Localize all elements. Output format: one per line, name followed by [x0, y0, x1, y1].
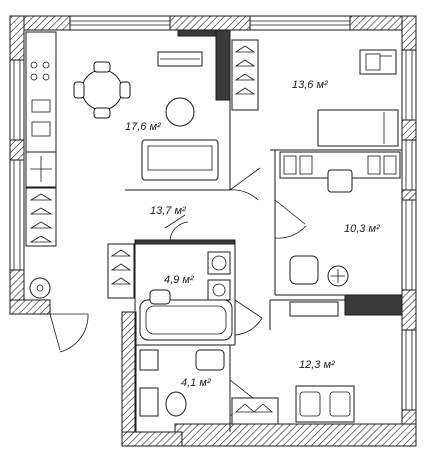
- coffee-table: [165, 97, 195, 127]
- hall-fixture: [29, 277, 51, 299]
- area-label-toilet: 4,1 м²: [181, 377, 211, 389]
- windows: [9, 15, 417, 411]
- area-label-bathroom: 4,9 м²: [164, 274, 194, 286]
- tv-unit: [157, 51, 203, 67]
- bedroom-bottom-furniture: [231, 301, 355, 425]
- interior-walls: [125, 29, 403, 432]
- wardrobe-left: [25, 187, 57, 247]
- toilet-fixtures: [139, 349, 225, 417]
- area-label-bedroom-middle: 10,3 м²: [344, 223, 380, 235]
- area-label-bedroom-top: 13,6 м²: [292, 79, 328, 91]
- bedroom-middle-furniture: [279, 151, 401, 287]
- dining-table: [73, 61, 131, 119]
- sofa: [141, 139, 219, 181]
- wardrobe-top: [231, 39, 259, 111]
- area-label-kitchen-living: 17,6 м²: [125, 121, 161, 133]
- kitchen-counter: [25, 31, 57, 188]
- bathroom-fixtures: [107, 243, 233, 341]
- bedroom-top-furniture: [317, 49, 399, 147]
- area-label-hall: 13,7 м²: [150, 205, 186, 217]
- area-label-bedroom-bottom: 12,3 м²: [299, 359, 335, 371]
- room-labels: 17,6 м² 13,6 м² 13,7 м² 10,3 м² 4,9 м² 4…: [125, 79, 380, 389]
